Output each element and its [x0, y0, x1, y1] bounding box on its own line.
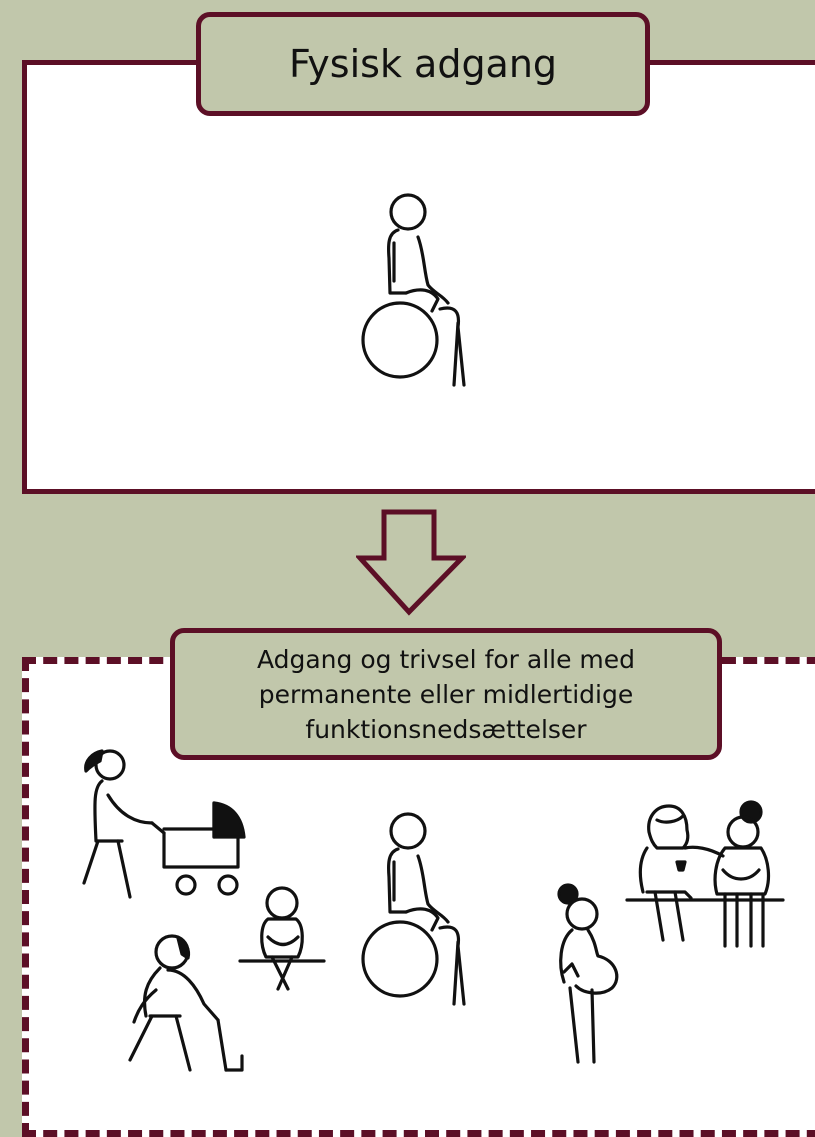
title-label: Fysisk adgang — [196, 12, 650, 116]
caption-text: Adgang og trivsel for alle med permanent… — [256, 644, 636, 744]
pregnant-woman-icon — [557, 883, 619, 1064]
down-arrow-icon — [356, 509, 466, 616]
elderly-person-with-cane-icon — [128, 934, 244, 1072]
wheelchair-user-icon — [361, 193, 466, 387]
caption-box: Adgang og trivsel for alle med permanent… — [170, 628, 722, 760]
person-with-stroller-icon — [82, 749, 246, 899]
page-title: Fysisk adgang — [288, 42, 558, 86]
wheelchair-user-icon — [361, 812, 466, 1006]
two-people-on-bench-icon — [625, 800, 785, 948]
seated-child-icon — [238, 886, 326, 991]
top-panel — [22, 60, 815, 494]
